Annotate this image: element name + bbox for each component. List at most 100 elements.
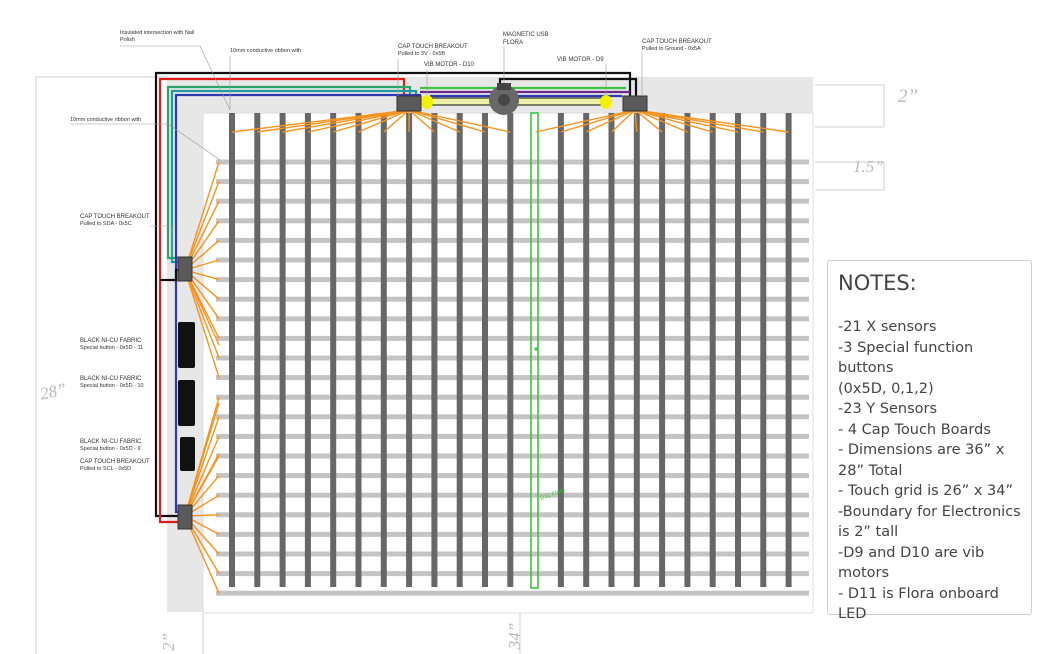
connection-thread	[408, 109, 460, 133]
vertical-strip	[684, 113, 691, 587]
vertical-strip	[482, 113, 488, 587]
connection-thread	[282, 109, 410, 133]
connection-thread	[184, 269, 220, 346]
label-btn-9: BLACK NI-CU FABRIC Special button - 0x5D…	[80, 439, 141, 452]
label-btn-10: BLACK NI-CU FABRIC Special button - 0x5D…	[80, 376, 144, 389]
flora-board	[489, 83, 519, 115]
vertical-strip	[279, 113, 286, 587]
cap-touch-board-0x5d	[177, 504, 193, 530]
wire-teal	[170, 89, 418, 264]
notes-line: (0x5D, 0,1,2)	[838, 380, 934, 397]
notes-line: -D9 and D10 are vib	[838, 544, 985, 561]
label-btn-11-sub: Special button - 0x5D - 11	[80, 344, 144, 351]
special-button-11	[178, 322, 195, 368]
vib-motor-d9	[600, 95, 612, 109]
special-button-9	[180, 437, 195, 471]
cap-touch-board-0x5b	[396, 95, 422, 112]
vertical-strip	[659, 113, 666, 587]
label-btn-11-title: BLACK NI-CU FABRIC	[80, 338, 142, 344]
label-cap-top-right-sub: Pulled to Ground - 0x5A	[642, 45, 701, 52]
notes-lines: -21 X sensors -3 Special function button…	[838, 317, 1021, 625]
vertical-strip	[557, 113, 564, 587]
connection-thread	[408, 109, 511, 133]
flora-led-strip	[530, 112, 539, 589]
connection-thread	[634, 109, 789, 133]
connection-thread	[611, 109, 636, 133]
connection-thread	[184, 436, 220, 517]
notes-line: - Dimensions are 36” x	[838, 442, 1005, 458]
label-ribbon-top: 10mm conductive ribbon with	[230, 48, 302, 54]
label-vib-d10: VIB MOTOR - D10	[424, 62, 474, 68]
vertical-strip	[507, 113, 514, 587]
connection-thread	[383, 109, 410, 133]
connection-thread	[358, 109, 410, 133]
vertical-strip	[785, 113, 792, 587]
label-btn-9-title: BLACK NI-CU FABRIC	[80, 439, 142, 445]
vertical-strip	[380, 113, 387, 587]
notes-line: - D11 is Flora onboard LED	[838, 585, 999, 623]
vertical-strip	[709, 113, 716, 587]
connection-thread	[560, 109, 636, 133]
connection-thread	[634, 109, 688, 133]
vertical-strip	[254, 113, 261, 587]
label-cap-top-left-title: CAP TOUCH BREAKOUT	[398, 44, 468, 50]
vertical-strip	[355, 113, 362, 587]
connection-thread	[585, 109, 636, 133]
label-cap-scl-title: CAP TOUCH BREAKOUT	[80, 459, 150, 465]
label-cap-top-left: CAP TOUCH BREAKOUT Pulled to 3V - 0x5B	[398, 44, 468, 57]
vertical-strip	[633, 113, 640, 587]
label-magnetic-usb: MAGNETIC USB FLORA	[503, 32, 549, 46]
notes-line: - 4 Cap Touch Boards	[838, 421, 991, 438]
connection-thread	[408, 109, 435, 133]
notes-line: -23 Y Sensors	[838, 401, 938, 417]
label-ribbon-left: 10mm conductive ribbon with	[70, 117, 142, 123]
vertical-strip	[229, 113, 235, 587]
label-btn-10-sub: Special button - 0x5D - 10	[80, 382, 144, 389]
label-cap-sda-title: CAP TOUCH BREAKOUT	[80, 214, 150, 220]
label-btn-11: BLACK NI-CU FABRIC Special button - 0x5D…	[80, 338, 143, 351]
connection-thread	[184, 181, 220, 271]
connection-thread	[408, 109, 486, 133]
cap-touch-board-0x5a	[622, 95, 648, 112]
vertical-strip	[304, 113, 311, 587]
connection-thread	[535, 109, 636, 133]
connection-thread	[634, 109, 638, 133]
label-btn-9-sub: Special button - 0x5D - 9	[80, 445, 141, 452]
dim-top-boundary: 2”	[898, 86, 919, 107]
label-leaders	[70, 45, 643, 257]
connection-thread	[634, 109, 739, 133]
vertical-strip	[583, 113, 590, 587]
vertical-strip	[456, 113, 463, 587]
wire-black	[154, 71, 632, 518]
label-cap-sda-sub: Pulled to SDA - 0x5C	[80, 220, 132, 227]
label-magnetic-usb-title: MAGNETIC USB	[503, 32, 549, 38]
notes-line: -3 Special function buttons	[838, 339, 974, 377]
connection-thread	[333, 109, 410, 133]
connection-thread	[634, 109, 663, 133]
notes-title: NOTES:	[838, 271, 917, 295]
notes-line: is 2” tall	[838, 524, 899, 540]
label-cap-top-left-sub: Pulled to 3V - 0x5B	[398, 50, 446, 57]
connection-thread	[184, 402, 220, 517]
dim-width-total: 34”	[505, 622, 525, 650]
label-vib-d9: VIB MOTOR - D9	[557, 57, 604, 63]
vertical-strip	[406, 113, 413, 587]
cap-touch-board-0x5c	[177, 256, 193, 282]
wire-red	[158, 77, 406, 524]
connection-thread	[634, 109, 713, 133]
label-cap-scl-sub: Pulled to SCL - 0x5D	[80, 465, 132, 472]
dim-side-grid: 1.5”	[853, 157, 884, 176]
notes-panel: NOTES: -21 X sensors -3 Special function…	[827, 260, 1032, 622]
horizontal-strip	[216, 590, 809, 596]
label-cap-sda: CAP TOUCH BREAKOUT Pulled to SDA - 0x5C	[80, 214, 150, 227]
vertical-strip	[760, 113, 767, 587]
vertical-strip	[608, 113, 615, 587]
connection-thread	[184, 161, 220, 271]
connection-thread	[307, 109, 410, 133]
vertical-strip	[735, 113, 741, 587]
special-button-10	[178, 380, 195, 426]
label-flora: FLORA	[503, 39, 524, 46]
vib-motor-d10	[421, 95, 433, 109]
vertical-strip	[330, 113, 337, 587]
